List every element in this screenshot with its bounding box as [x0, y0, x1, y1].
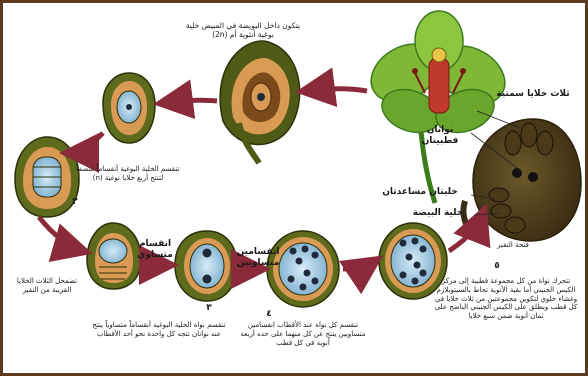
step-number-2: ٢: [65, 197, 85, 208]
step2-caption: تضمحل الثلاث الخلايا القريبة من النقير: [9, 277, 85, 295]
step3-caption: تنقسم نواة الخلية البوغية أنقساماً متساو…: [89, 321, 229, 339]
top-caption: يتكون داخل البويضة في المبيض خلية بوغية …: [178, 21, 308, 40]
step-number-3: ٣: [199, 303, 219, 314]
step-number-5: ٥: [487, 261, 507, 272]
equal-division-label: انقسام متساوي: [135, 239, 175, 262]
synergids-label: خليتان مساعدتان: [369, 187, 471, 198]
two-nuclei-stage: [175, 231, 237, 301]
micropyle-label: فتحة النقير: [491, 241, 535, 250]
polar-nuclei-label: نواتان قطبيتان: [407, 125, 473, 148]
egg-cell-label: خلية البيضة: [401, 208, 475, 219]
degenerated-cells-stage: [87, 223, 141, 289]
step5-caption: تتحرك نواة من كل مجموعة قطبية إلى مركز ا…: [433, 277, 579, 321]
step1-caption: تنقسم الخلية البوغية أنقساماً منصفاً لتن…: [73, 165, 183, 183]
antipodal-cells-label: ثلاث خلايا سمتية: [483, 89, 583, 100]
two-equal-divisions-label: انقسامين متساويين: [231, 247, 285, 270]
step-number-4: ٤: [259, 309, 279, 320]
step4-caption: تنقسم كل نواة عند الأقطاب انقسامين متساو…: [239, 321, 367, 347]
ovule-section: [220, 41, 300, 163]
megaspore-mother-cell: [103, 73, 155, 143]
